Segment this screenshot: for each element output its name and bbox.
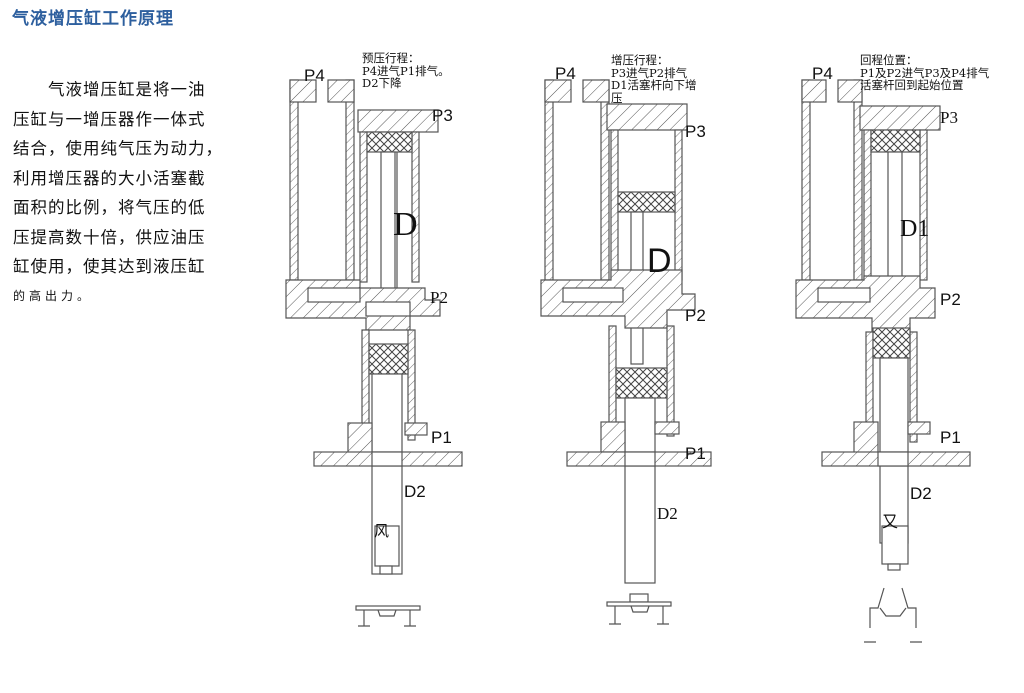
top-cap-right <box>327 79 355 103</box>
description-line: 结合，使用纯气压为动力， <box>13 139 223 158</box>
flange-right-block <box>404 422 428 436</box>
description-paragraph: 气液增压缸是将一油 压缸与一增压器作一体式 结合，使用纯气压为动力， 利用增压器… <box>13 75 245 311</box>
flange-left-block <box>347 422 373 454</box>
caption-prepress: 预压行程： P4进气P1排气。 D2下降 <box>362 52 450 90</box>
booster-head <box>357 109 439 133</box>
oil-piston <box>615 367 668 399</box>
cylinder-drawing-prepress <box>285 79 463 627</box>
booster-piston <box>870 129 921 153</box>
booster-head <box>859 105 941 131</box>
port-label-p4: P4 <box>304 66 325 85</box>
caption-line: D2下降 <box>362 76 402 90</box>
diagram-return: 回程位置： P1及P2进气P3及P4排气 活塞杆回到起始位置 P4 P3 P2 … <box>790 48 1010 648</box>
port-label-p2: P2 <box>430 288 448 307</box>
workpiece-support <box>358 610 416 627</box>
oil-piston <box>368 343 409 375</box>
page-title: 气液增压缸工作原理 <box>12 9 174 29</box>
piston-rod-d2 <box>624 397 656 584</box>
tool-mark: 又 <box>882 514 899 531</box>
diameter-label-d: D <box>647 242 672 280</box>
port-label-p4: P4 <box>812 64 833 83</box>
port-label-p3: P3 <box>685 122 706 141</box>
diameter-label-d: D <box>393 206 418 243</box>
diameter-label-d2: D2 <box>657 504 678 523</box>
port-label-p1: P1 <box>940 428 961 447</box>
caption-line: P1及P2进气P3及P4排气 <box>860 65 990 80</box>
caption-line: 压 <box>611 90 623 105</box>
port-label-p3: P3 <box>940 108 958 127</box>
port-label-p2: P2 <box>685 306 706 325</box>
diagram-boost: 增压行程： P3进气P2排气 D1活塞杆向下增 压 P4 P3 P2 P1 D … <box>535 48 735 648</box>
oil-wall-right <box>407 329 416 441</box>
description-line: 面积的比例，将气压的低 <box>13 198 206 217</box>
diagram-prepress: 预压行程： P4进气P1排气。 D2下降 P4 P3 P2 P1 D D2 风 <box>280 48 480 648</box>
description-line: 压缸与一增压器作一体式 <box>13 109 206 129</box>
caption-line: P4进气P1排气。 <box>362 63 450 78</box>
port-label-p1: P1 <box>431 428 452 447</box>
port-label-p2: P2 <box>940 290 961 309</box>
caption-line: D1活塞杆向下增 <box>611 78 697 92</box>
port-label-p3: P3 <box>432 106 453 125</box>
cylinder-drawing-return <box>795 79 971 643</box>
description-tail: 的高出力。 <box>13 288 94 303</box>
booster-head <box>606 103 688 131</box>
workpiece-plate <box>355 605 421 611</box>
booster-wall-right <box>411 131 420 283</box>
tool-mark: 风 <box>374 523 390 540</box>
diameter-label-d1: D1 <box>900 216 930 242</box>
top-cap-right <box>837 79 863 103</box>
workpiece-plate <box>606 601 672 607</box>
caption-line: 回程位置： <box>860 53 918 67</box>
bent-workpiece <box>869 587 917 628</box>
outer-wall-left <box>289 79 299 281</box>
caption-line: 活塞杆回到起始位置 <box>860 78 964 92</box>
caption-line: 增压行程： <box>611 53 669 67</box>
caption-return: 回程位置： P1及P2进气P3及P4排气 活塞杆回到起始位置 <box>860 54 989 92</box>
top-cap-left <box>289 79 317 103</box>
oil-piston <box>872 327 911 359</box>
middle-block <box>795 275 936 333</box>
top-cap-left <box>544 79 572 103</box>
diameter-label-d2: D2 <box>910 484 932 503</box>
caption-line: P3进气P2排气 <box>611 65 688 80</box>
description-line: 气液增压缸是将一油 <box>13 80 206 99</box>
outer-wall-right <box>345 79 355 281</box>
caption-line: 预压行程： <box>362 51 420 65</box>
description-line: 压提高数十倍，供应油压 <box>13 227 206 247</box>
port-label-p4: P4 <box>555 64 576 83</box>
top-cap-right <box>582 79 610 103</box>
booster-wall-left <box>359 131 368 283</box>
tool-tip <box>629 593 649 603</box>
description-line: 缸使用，使其达到液压缸 <box>13 257 206 276</box>
caption-boost: 增压行程： P3进气P2排气 D1活塞杆向下增 压 <box>611 54 697 104</box>
booster-piston <box>366 131 413 153</box>
port-label-p1: P1 <box>685 444 706 463</box>
tool-tip <box>887 563 901 571</box>
top-cap-left <box>801 79 827 103</box>
cylinder-drawing-boost <box>540 79 712 625</box>
diameter-label-d2: D2 <box>404 482 426 501</box>
booster-piston <box>617 191 676 213</box>
tool-tip <box>379 565 393 575</box>
description-line: 利用增压器的大小活塞截 <box>13 168 206 188</box>
workpiece-dimple <box>377 609 397 617</box>
